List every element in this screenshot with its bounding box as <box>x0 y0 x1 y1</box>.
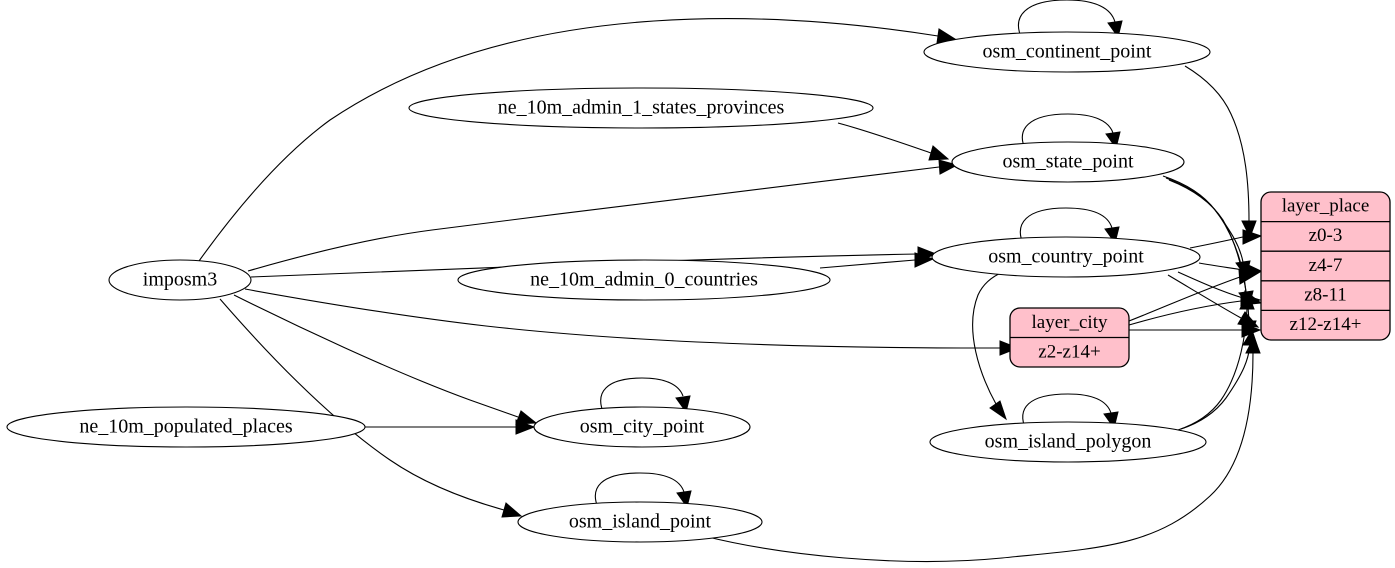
edge-osm_island_polygon-to-layer_place-z8-11 <box>1177 291 1255 431</box>
edge-imposm3-to-osm_continent_point <box>198 18 957 262</box>
node-osm_city_point[interactable]: osm_city_point <box>533 406 751 448</box>
record-row-layer_place-title: layer_place <box>1282 195 1370 216</box>
node-osm_continent_point[interactable]: osm_continent_point <box>923 31 1211 73</box>
node-ne_10m_admin_1_states_provinces[interactable]: ne_10m_admin_1_states_provinces <box>408 87 874 129</box>
node-layer: imposm3 ne_10m_admin_1_states_provinces … <box>6 31 1211 543</box>
edge-layer <box>198 0 1263 562</box>
node-osm_island_point[interactable]: osm_island_point <box>517 501 763 543</box>
record-row-layer_place-z8-11[interactable]: z8-11 <box>1304 284 1347 305</box>
edge-imposm3-to-osm_state_point <box>247 159 959 272</box>
node-label-imposm3: imposm3 <box>143 269 217 291</box>
node-label-osm_island_polygon: osm_island_polygon <box>985 431 1152 453</box>
node-ne_10m_populated_places[interactable]: ne_10m_populated_places <box>6 406 366 448</box>
edge-osm_island_polygon-to-layer_place-z12-z14 <box>1180 328 1258 430</box>
node-label-osm_continent_point: osm_continent_point <box>983 41 1152 63</box>
node-label-ne_populated: ne_10m_populated_places <box>79 416 292 438</box>
edge-osm_state_point-to-layer_place-z8-11 <box>1165 177 1254 309</box>
node-label-osm_state_point: osm_state_point <box>1002 151 1134 173</box>
edge-osm_country_point-to-osm_island_polygon <box>972 271 1007 421</box>
edge-ne_populated-to-osm_city_point <box>365 419 536 435</box>
edge-layer_city-to-layer_place-z12-z14 <box>1129 322 1262 338</box>
node-label-ne_states: ne_10m_admin_1_states_provinces <box>498 97 785 119</box>
edge-osm_country_point-to-layer_place-z0-3 <box>1189 229 1263 249</box>
node-label-ne_countries: ne_10m_admin_0_countries <box>530 269 758 291</box>
record-row-layer_city-z2-z14[interactable]: z2-z14+ <box>1038 341 1100 362</box>
edge-ne_countries-to-osm_country_point <box>819 252 935 269</box>
edge-osm_continent_point-to-layer_place-z0-3 <box>1184 65 1257 239</box>
edge-imposm3-to-layer_city <box>244 288 1020 356</box>
record-row-layer_place-z0-3[interactable]: z0-3 <box>1309 225 1343 246</box>
node-imposm3[interactable]: imposm3 <box>108 259 252 301</box>
record-layer: layer_city z2-z14+ layer_place z0-3 z4-7… <box>1009 191 1391 368</box>
node-label-osm_island_point: osm_island_point <box>569 511 712 533</box>
edge-imposm3-to-osm_city_point <box>233 294 538 425</box>
edge-ne_states-to-osm_state_point <box>837 122 950 161</box>
edge-layer_city-to-layer_place-z4-7 <box>1128 269 1262 322</box>
record-row-layer_place-z12-z14[interactable]: z12-z14+ <box>1290 314 1362 335</box>
node-osm_country_point[interactable]: osm_country_point <box>931 236 1201 278</box>
record-row-layer_city-title: layer_city <box>1032 312 1108 333</box>
node-osm_state_point[interactable]: osm_state_point <box>951 141 1185 183</box>
edge-osm_island_point-to-layer_place-z12-z14 <box>703 335 1261 562</box>
node-label-osm_city_point: osm_city_point <box>580 416 705 438</box>
record-node-layer_city[interactable]: layer_city z2-z14+ <box>1009 307 1130 368</box>
node-ne_10m_admin_0_countries[interactable]: ne_10m_admin_0_countries <box>457 259 831 301</box>
node-osm_island_polygon[interactable]: osm_island_polygon <box>929 421 1207 463</box>
record-node-layer_place[interactable]: layer_place z0-3 z4-7 z8-11 z12-z14+ <box>1260 191 1391 341</box>
node-label-osm_country_point: osm_country_point <box>988 246 1144 268</box>
edge-imposm3-to-osm_island_point <box>219 298 523 518</box>
record-row-layer_place-z4-7[interactable]: z4-7 <box>1309 255 1343 276</box>
self-loop-osm_city_point <box>600 377 691 415</box>
